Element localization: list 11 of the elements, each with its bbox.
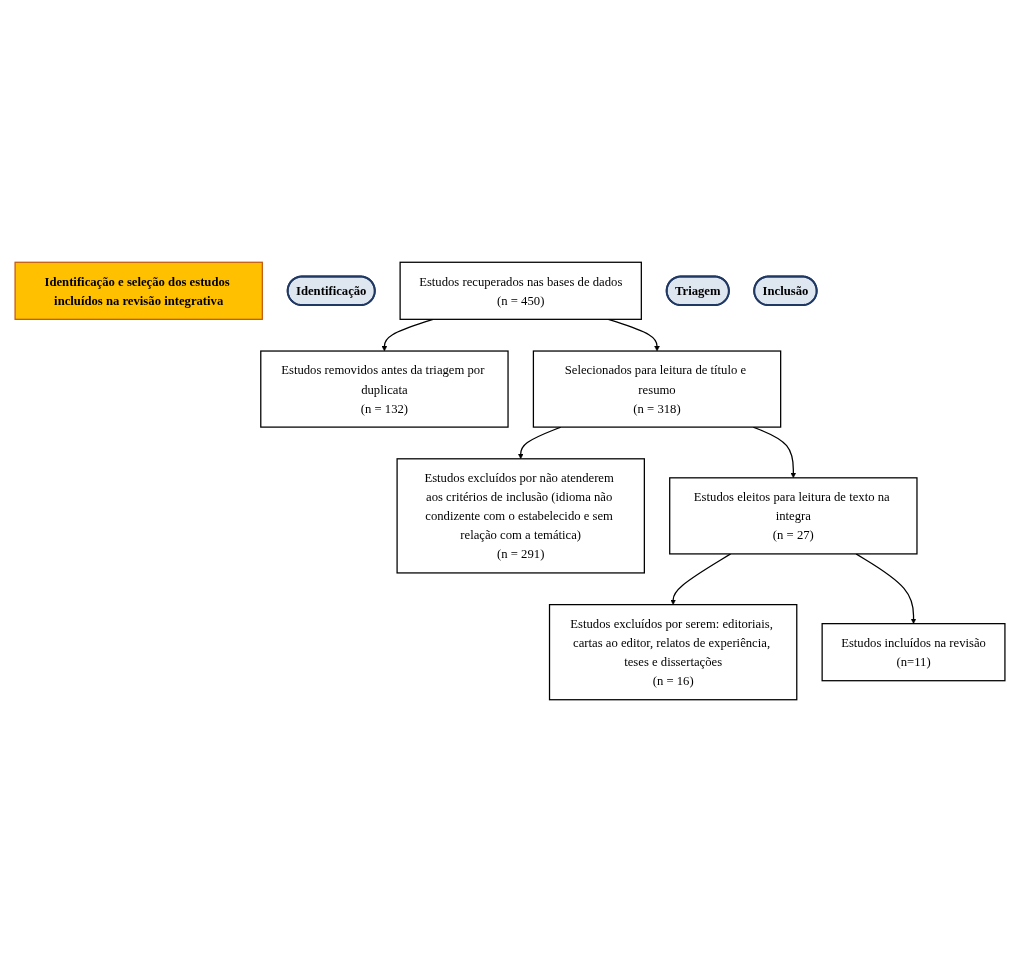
node-box: Selecionados para leitura de título e resumo (n = 318) xyxy=(532,350,781,428)
node-box: Estudos excluídos por não atenderem aos critérios de inclusão (idioma não condizente com o estabelecido e sem relação com a temática) (n = 291) xyxy=(395,458,645,574)
arrow xyxy=(517,426,561,460)
node-box: Estudos removidos antes da triagem por duplicata (n = 132) xyxy=(259,350,509,428)
arrow xyxy=(854,553,916,624)
node-box: Estudos eleitos para leitura de texto na integra (n = 27) xyxy=(668,477,918,555)
arrow xyxy=(669,553,731,605)
node-box: Estudos recuperados nas bases de dados (n = 450) xyxy=(398,261,642,320)
node-box: Estudos incluídos na revisão (n=11) xyxy=(821,623,1006,682)
node-box: Identificação e seleção dos estudos incluídos na revisão integrativa xyxy=(13,261,263,320)
node-box: Estudos excluídos por serem: editoriais, cartas ao editor, relatos de experiência, teses e dissertações (n = 16) xyxy=(548,604,797,701)
